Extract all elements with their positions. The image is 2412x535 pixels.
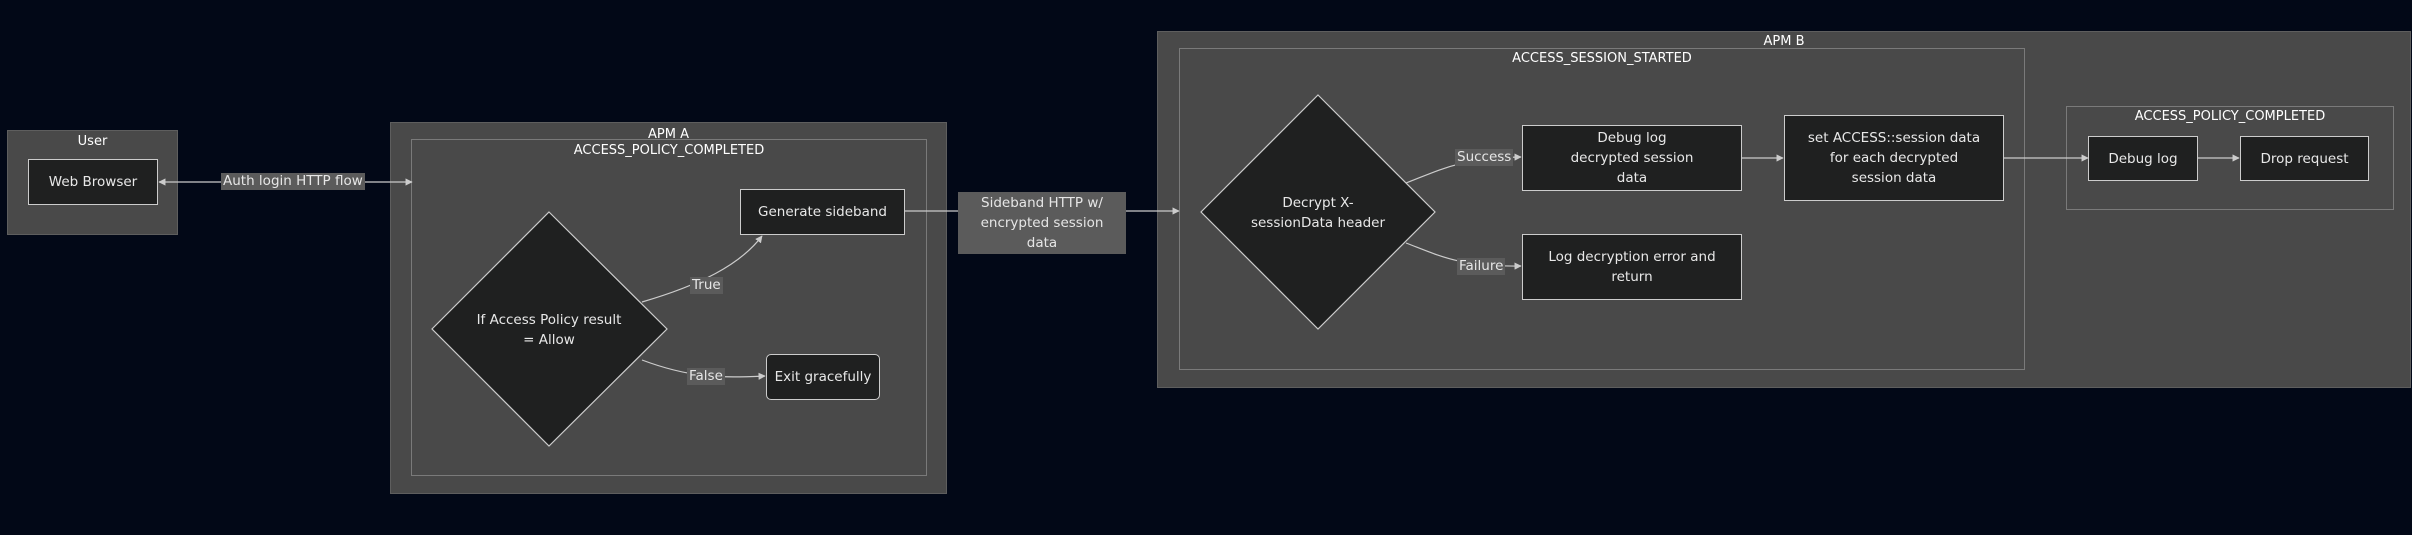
decision-access-policy-label: If Access Policy result = Allow bbox=[476, 312, 622, 348]
edge-label-auth-login: Auth login HTTP flow bbox=[221, 173, 365, 190]
node-debug-log-decrypted: Debug log decrypted session data bbox=[1522, 125, 1742, 191]
node-generate-sideband: Generate sideband bbox=[740, 189, 905, 235]
node-exit-gracefully: Exit gracefully bbox=[766, 354, 880, 400]
edge-label-true: True bbox=[690, 277, 723, 294]
edge-label-success: Success bbox=[1455, 149, 1514, 166]
node-set-access-session: set ACCESS::session data for each decryp… bbox=[1784, 115, 2004, 201]
cluster-user-title: User bbox=[77, 134, 108, 149]
node-drop-request: Drop request bbox=[2240, 136, 2369, 181]
edge-label-failure: Failure bbox=[1457, 258, 1506, 275]
cluster-apm-b-title: APM B bbox=[1763, 34, 1805, 49]
subgraph-apm-a-title: ACCESS_POLICY_COMPLETED bbox=[573, 143, 765, 158]
node-log-decryption-error: Log decryption error and return bbox=[1522, 234, 1742, 300]
edge-label-sideband-http: Sideband HTTP w/ encrypted session data bbox=[958, 192, 1126, 254]
decision-access-policy-diamond bbox=[431, 211, 668, 447]
subgraph-access-session-started-title: ACCESS_SESSION_STARTED bbox=[1512, 51, 1692, 66]
decision-decrypt-label: Decrypt X-sessionData header bbox=[1250, 195, 1386, 231]
cluster-apm-a-title: APM A bbox=[648, 127, 689, 142]
subgraph-apm-b-policy-completed-title: ACCESS_POLICY_COMPLETED bbox=[2134, 109, 2326, 124]
node-web-browser: Web Browser bbox=[28, 159, 158, 205]
edge-label-false: False bbox=[687, 368, 725, 385]
subgraph-apm-a-access-policy-completed: ACCESS_POLICY_COMPLETED bbox=[411, 139, 927, 476]
decision-decrypt-diamond bbox=[1200, 94, 1436, 330]
node-debug-log: Debug log bbox=[2088, 136, 2198, 181]
edge-true bbox=[641, 235, 763, 303]
